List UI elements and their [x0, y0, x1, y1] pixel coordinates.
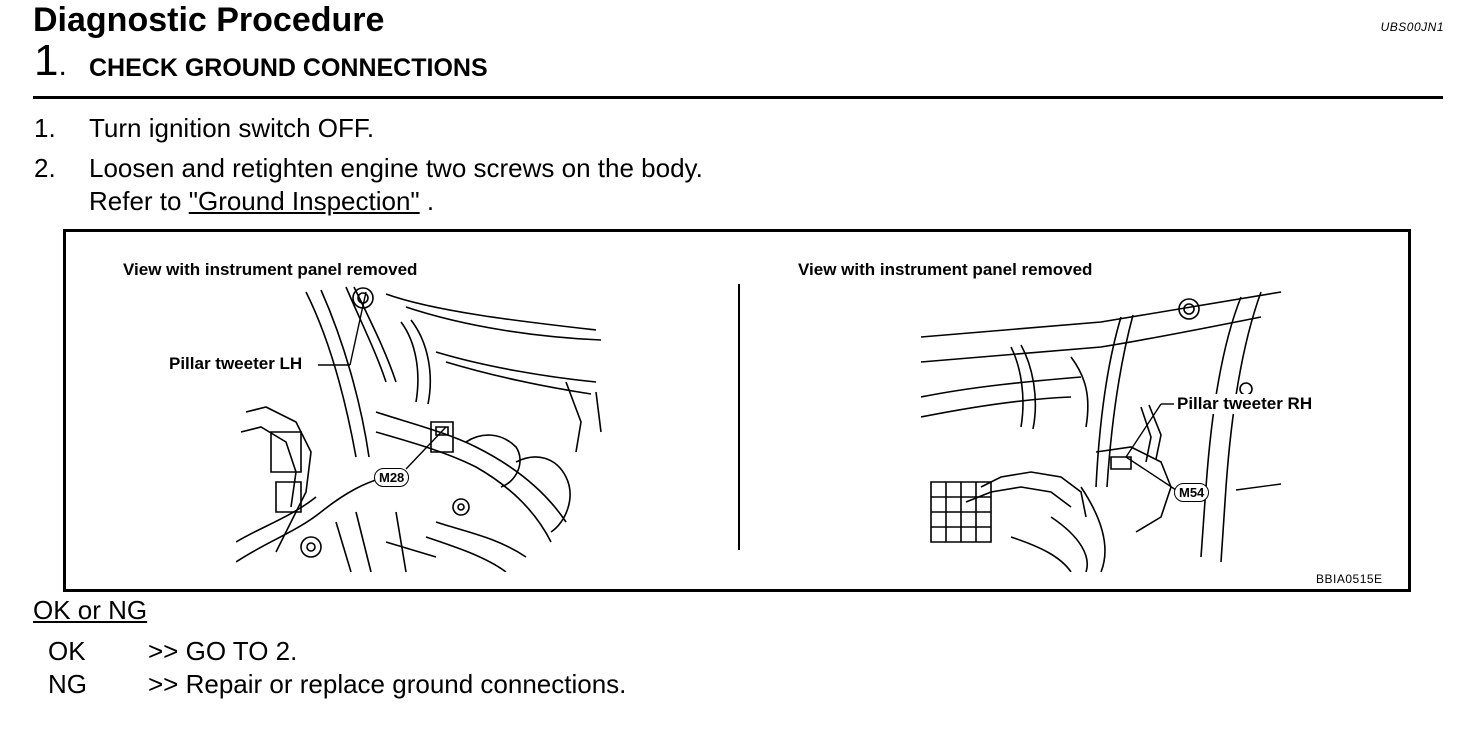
- connector-m54-badge: M54: [1174, 483, 1210, 502]
- figure-id: BBIA0515E: [1316, 572, 1383, 586]
- left-engine-illustration: [236, 282, 616, 572]
- header-divider: [33, 96, 1443, 99]
- instruction-item: 1. Turn ignition switch OFF.: [34, 112, 934, 144]
- result-row-ok: OK >> GO TO 2.: [48, 635, 848, 667]
- page-title: Diagnostic Procedure: [33, 1, 385, 39]
- instruction-reference: Refer to "Ground Inspection" .: [89, 185, 434, 217]
- step-number-dot: .: [58, 49, 67, 82]
- left-view-caption: View with instrument panel removed: [123, 260, 418, 279]
- step-number: 1.: [34, 38, 67, 89]
- right-tweeter-label: Pillar tweeter RH: [1177, 394, 1313, 414]
- left-tweeter-label: Pillar tweeter LH: [169, 354, 303, 374]
- result-action: >> Repair or replace ground connections.: [148, 669, 627, 699]
- right-view-caption: View with instrument panel removed: [798, 260, 1093, 279]
- reference-prefix: Refer to: [89, 186, 182, 216]
- result-action: >> GO TO 2.: [148, 636, 298, 666]
- figure-divider: [738, 284, 740, 550]
- ground-inspection-link[interactable]: "Ground Inspection": [188, 186, 420, 216]
- illustration-figure: View with instrument panel removed Pilla…: [63, 229, 1411, 592]
- result-row-ng: NG >> Repair or replace ground connectio…: [48, 668, 848, 700]
- instruction-item: 2. Loosen and retighten engine two screw…: [34, 152, 934, 216]
- result-key: NG: [48, 669, 87, 699]
- left-leader-lines: [66, 232, 1408, 589]
- step-number-value: 1: [34, 36, 59, 85]
- reference-suffix: .: [426, 186, 435, 216]
- instruction-number: 2.: [34, 153, 56, 183]
- step-title: CHECK GROUND CONNECTIONS: [89, 54, 488, 82]
- connector-m28-badge: M28: [374, 468, 410, 487]
- right-engine-illustration: [921, 287, 1291, 572]
- instruction-text: Loosen and retighten engine two screws o…: [89, 153, 703, 183]
- right-leader-lines: [66, 232, 1408, 589]
- document-id: UBS00JN1: [1380, 20, 1444, 34]
- result-key: OK: [48, 636, 86, 666]
- instruction-number: 1.: [34, 113, 56, 143]
- result-heading: OK or NG: [33, 595, 148, 625]
- instruction-text: Turn ignition switch OFF.: [89, 113, 375, 143]
